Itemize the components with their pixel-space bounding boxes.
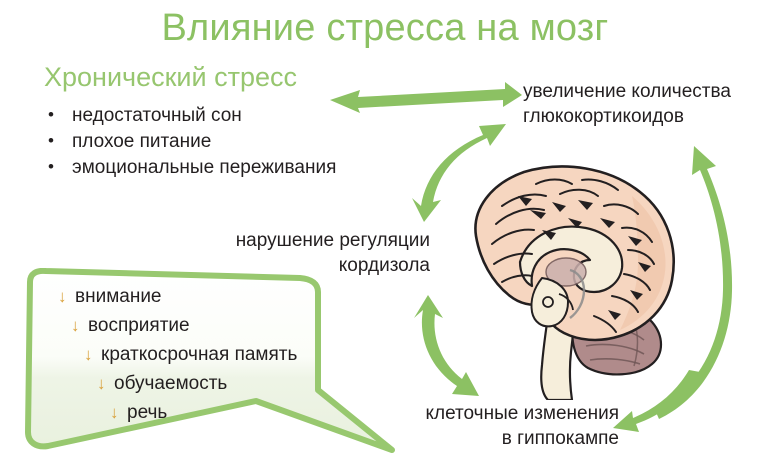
page-title: Влияние стресса на мозг [161, 7, 609, 49]
label-glucocorticoids: увеличение количества глюкокортикоидов [523, 79, 731, 129]
label-cortisol-line1: нарушение регуляции [235, 230, 430, 251]
label-hippocampus-line1: клеточные изменения [425, 403, 620, 424]
chronic-stress-list: недостаточный сон плохое питание эмоцион… [44, 102, 336, 181]
list-item: недостаточный сон [44, 102, 336, 129]
label-hippocampal-changes: клеточные изменения в гиппокампе [384, 401, 620, 451]
label-cortisol-line2: кордизола [338, 255, 430, 276]
label-cortisol-dysregulation: нарушение регуляции кордизола [200, 228, 430, 278]
arrow-glucocorticoids-to-stress [330, 82, 522, 113]
section-title-chronic-stress: Хронический стресс [44, 62, 297, 92]
list-item: эмоциональные переживания [44, 154, 336, 181]
list-item: плохое питание [44, 128, 336, 155]
label-glucocorticoids-line1: увеличение количества [523, 81, 731, 102]
cognitive-decline-bubble [8, 268, 408, 463]
brain-sagittal-section-illustration [432, 150, 682, 402]
label-glucocorticoids-line2: глюкокортикоидов [523, 106, 684, 127]
label-hippocampus-line2: в гиппокампе [501, 428, 619, 449]
